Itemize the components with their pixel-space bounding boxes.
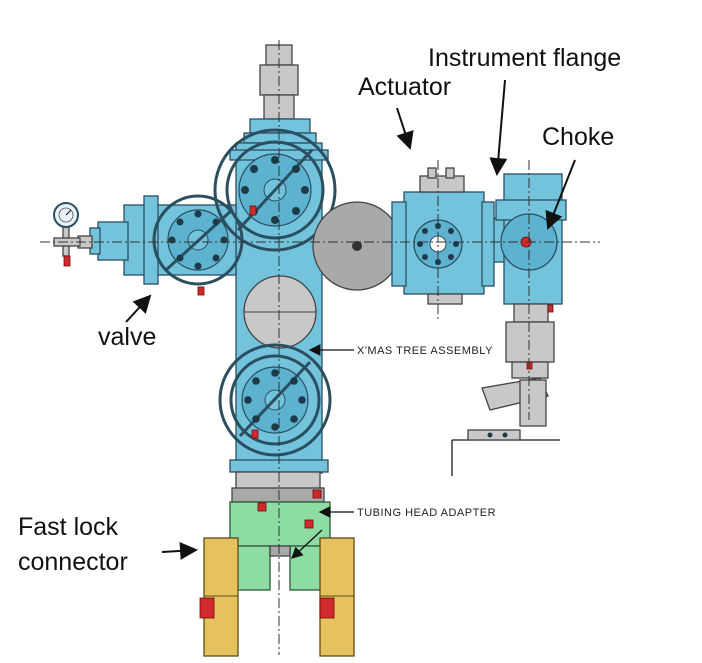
lower-master-handwheel (218, 343, 332, 457)
annotation-arrows (125, 79, 576, 560)
tubing-head-adapter-arrow-2 (291, 529, 323, 559)
actuator-arrow (396, 107, 414, 150)
choke-handle (451, 377, 560, 476)
instrument-flange-arrow (489, 79, 508, 176)
fast-lock-connector (199, 537, 355, 657)
grey-spacer (231, 471, 325, 503)
top-swab-cap (243, 44, 317, 144)
pressure-gauge (53, 202, 81, 267)
left-valve-handwheel (152, 194, 244, 296)
right-grey-disc (312, 201, 402, 291)
label-tubing-head-adapter: TUBING HEAD ADAPTER (357, 507, 496, 519)
center-lines (40, 40, 600, 655)
middle-disc (243, 275, 317, 349)
label-actuator: Actuator (358, 73, 451, 101)
choke-arrow (545, 159, 576, 230)
choke-body (495, 173, 567, 379)
label-choke: Choke (542, 123, 614, 151)
label-valve: valve (98, 323, 156, 351)
tubing-head-adapter (229, 501, 331, 591)
label-fast-lock-connector-line2: connector (18, 548, 128, 576)
fast-lock-connector-arrow (161, 541, 198, 560)
label-instrument-flange: Instrument flange (428, 44, 621, 72)
actuator-body (391, 167, 495, 305)
upper-master-handwheel (213, 128, 337, 252)
valve-arrow (125, 294, 152, 323)
label-fast-lock-connector-line1: Fast lock (18, 513, 119, 541)
label-xmas-tree-assembly: X'MAS TREE ASSEMBLY (357, 345, 493, 357)
